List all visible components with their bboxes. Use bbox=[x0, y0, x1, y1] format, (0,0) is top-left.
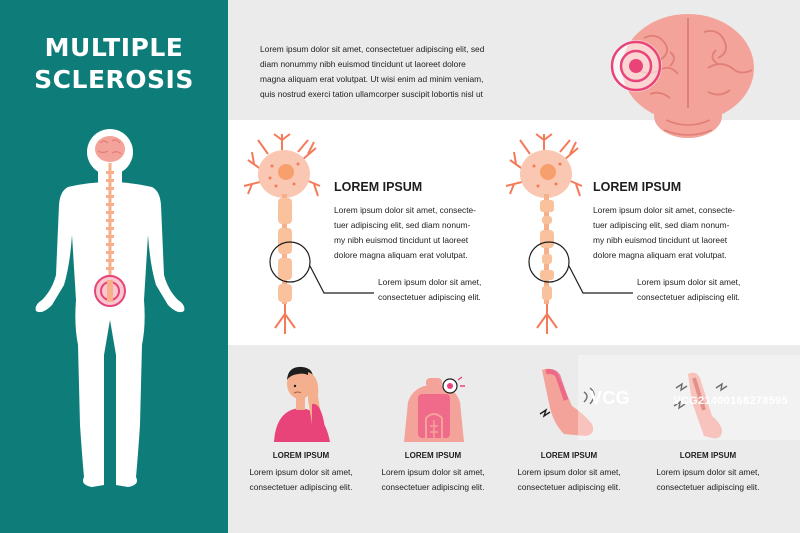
para-line: Lorem ipsum dolor sit amet, consecte- bbox=[593, 205, 735, 215]
intro-line: quis nostrud exerci tation ullamcorper s… bbox=[260, 89, 483, 99]
neuron-callout-2 bbox=[528, 241, 633, 294]
lower-back-target-icon bbox=[94, 275, 126, 307]
healthy-neuron-icon bbox=[243, 133, 321, 334]
symptom-line: consectetuer adipiscing elit. bbox=[656, 482, 760, 492]
neuron-callout-1 bbox=[269, 241, 374, 294]
neuron-1-paragraph: Lorem ipsum dolor sit amet, consecte- tu… bbox=[334, 203, 476, 263]
tingling-leg-icon bbox=[539, 368, 595, 436]
note-line: Lorem ipsum dolor sit amet, bbox=[378, 277, 482, 287]
intro-paragraph: Lorem ipsum dolor sit amet, consectetuer… bbox=[260, 42, 560, 102]
note-line: Lorem ipsum dolor sit amet, bbox=[637, 277, 741, 287]
symptom-line: Lorem ipsum dolor sit amet, bbox=[517, 467, 621, 477]
tremor-arm-icon bbox=[673, 372, 728, 439]
symptom-line: consectetuer adipiscing elit. bbox=[249, 482, 353, 492]
symptom-line: Lorem ipsum dolor sit amet, bbox=[249, 467, 353, 477]
watermark-overlay bbox=[578, 355, 800, 440]
damaged-neuron-icon bbox=[505, 133, 583, 334]
brain-target-icon bbox=[610, 40, 662, 92]
neuron-2-paragraph: Lorem ipsum dolor sit amet, consecte- tu… bbox=[593, 203, 735, 263]
para-line: tuer adipiscing elit, sed diam nonum- bbox=[593, 220, 730, 230]
para-line: my nibh euismod tincidunt ut laoreet bbox=[334, 235, 469, 245]
headache-person-icon bbox=[274, 366, 330, 442]
page-title: MULTIPLE SCLEROSIS bbox=[0, 32, 228, 96]
human-body-figure bbox=[35, 129, 185, 487]
symptom-2-text: Lorem ipsum dolor sit amet, consectetuer… bbox=[363, 465, 503, 495]
symptom-3-title: LOREM IPSUM bbox=[540, 451, 598, 460]
symptom-2-title: LOREM IPSUM bbox=[404, 451, 462, 460]
para-line: Lorem ipsum dolor sit amet, consecte- bbox=[334, 205, 476, 215]
note-line: consectetuer adipiscing elit. bbox=[637, 292, 740, 302]
torso-pain-icon bbox=[404, 376, 465, 442]
intro-line: diam nonummy nibh euismod tincidunt ut l… bbox=[260, 59, 466, 69]
symptom-line: Lorem ipsum dolor sit amet, bbox=[381, 467, 485, 477]
neuron-2-heading: LOREM IPSUM bbox=[593, 180, 682, 194]
brain-icon bbox=[610, 14, 754, 138]
neuron-2-note: Lorem ipsum dolor sit amet, consectetuer… bbox=[637, 275, 740, 305]
symptom-4-text: Lorem ipsum dolor sit amet, consectetuer… bbox=[638, 465, 778, 495]
watermark-logo: VCG bbox=[590, 388, 630, 408]
symptom-line: Lorem ipsum dolor sit amet, bbox=[656, 467, 760, 477]
para-line: dolore magna aliquam erat volutpat. bbox=[593, 250, 727, 260]
neuron-1-note: Lorem ipsum dolor sit amet, consectetuer… bbox=[378, 275, 481, 305]
symptom-3-text: Lorem ipsum dolor sit amet, consectetuer… bbox=[499, 465, 639, 495]
symptom-1-title: LOREM IPSUM bbox=[272, 451, 330, 460]
intro-line: Lorem ipsum dolor sit amet, consectetuer… bbox=[260, 44, 485, 54]
note-line: consectetuer adipiscing elit. bbox=[378, 292, 481, 302]
title-line-2: SCLEROSIS bbox=[34, 65, 194, 94]
watermark-id: VCG21400168278595 bbox=[673, 395, 788, 407]
para-line: my nibh euismod tincidunt ut laoreet bbox=[593, 235, 728, 245]
neuron-1-heading: LOREM IPSUM bbox=[334, 180, 423, 194]
symptom-line: consectetuer adipiscing elit. bbox=[381, 482, 485, 492]
symptom-1-text: Lorem ipsum dolor sit amet, consectetuer… bbox=[231, 465, 371, 495]
symptom-line: consectetuer adipiscing elit. bbox=[517, 482, 621, 492]
title-line-1: MULTIPLE bbox=[44, 33, 184, 62]
symptom-4-title: LOREM IPSUM bbox=[679, 451, 737, 460]
para-line: tuer adipiscing elit, sed diam nonum- bbox=[334, 220, 471, 230]
intro-line: magna aliquam erat volutpat. Ut wisi eni… bbox=[260, 74, 484, 84]
watermark-text: VCG VCG21400168278595 bbox=[590, 388, 788, 409]
para-line: dolore magna aliquam erat volutpat. bbox=[334, 250, 468, 260]
body-brain-icon bbox=[95, 136, 125, 162]
